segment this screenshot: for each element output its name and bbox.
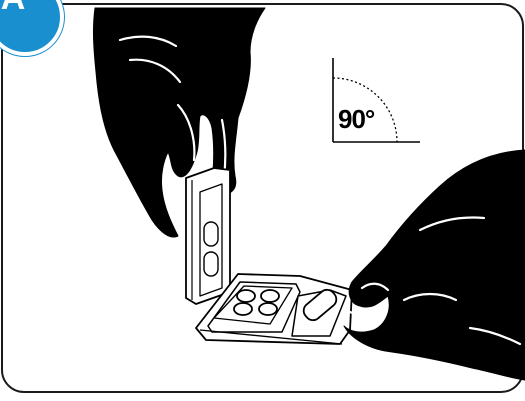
case-lid	[186, 168, 230, 304]
step-letter: A	[0, 0, 36, 21]
angle-label: 90°	[338, 104, 374, 135]
